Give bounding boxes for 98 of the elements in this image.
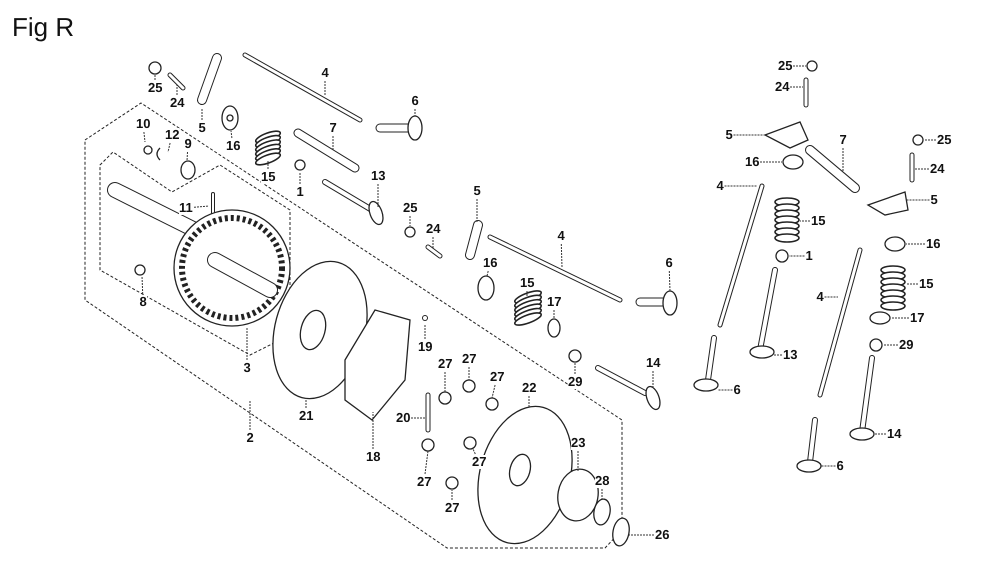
leader-line	[142, 276, 144, 294]
leader-line	[472, 448, 476, 454]
callout-number: 16	[483, 256, 498, 270]
callout-number: 10	[136, 117, 150, 131]
leader-line	[842, 148, 844, 172]
callout-number: 27	[417, 475, 432, 489]
callout-number: 12	[165, 128, 180, 142]
callout-number: 11	[179, 201, 193, 215]
callout-number: 5	[474, 184, 481, 198]
callout-number: 7	[840, 133, 847, 147]
callout-number: 25	[937, 133, 952, 147]
leader-line	[668, 270, 670, 292]
callout-number: 21	[299, 409, 314, 423]
leader-line	[372, 412, 374, 450]
callout-number: 24	[426, 222, 440, 236]
leader-line	[143, 132, 146, 142]
callout-number: 27	[445, 501, 460, 515]
callout-number: 4	[816, 290, 824, 304]
leader-line	[424, 324, 426, 340]
callout-number: 23	[571, 436, 586, 450]
leader-line	[574, 362, 576, 374]
callout-number: 27	[462, 352, 476, 366]
callout-number: 29	[568, 375, 582, 389]
callout-number: 14	[646, 356, 660, 370]
callout-number: 6	[836, 459, 844, 473]
callout-number: 6	[666, 256, 673, 270]
leader-line	[652, 370, 654, 388]
callout-number: 5	[726, 128, 733, 142]
callout-number: 27	[472, 455, 486, 469]
callout-number: 17	[910, 311, 924, 325]
callout-number: 27	[438, 357, 452, 371]
callout-number: 7	[330, 121, 337, 135]
callout-number: 3	[244, 361, 251, 375]
callout-number: 5	[930, 193, 938, 207]
callout-number: 2	[246, 431, 254, 445]
leader-line	[186, 152, 188, 162]
callout-number: 9	[184, 137, 192, 151]
leader-line	[800, 220, 810, 222]
callout-number: 16	[926, 237, 940, 251]
leader-line	[414, 108, 416, 116]
leader-line	[560, 244, 562, 268]
callout-number: 15	[919, 277, 934, 291]
callout-number: 1	[296, 185, 304, 199]
leader-line	[526, 290, 528, 298]
leader-line	[324, 80, 326, 96]
leader-line	[774, 354, 782, 356]
leader-line	[824, 296, 838, 298]
leader-line	[733, 134, 766, 136]
callout-number: 18	[366, 450, 380, 464]
callout-number: 24	[170, 96, 184, 110]
callout-number: 25	[403, 201, 418, 215]
callout-number: 25	[778, 59, 792, 73]
leader-line	[332, 136, 334, 150]
callout-number: 6	[412, 94, 419, 108]
callout-number: 15	[520, 276, 534, 290]
leader-line	[424, 450, 428, 474]
callout-number: 16	[745, 155, 760, 169]
callout-number: 4	[558, 229, 565, 243]
callout-number: 20	[396, 411, 410, 425]
callout-number: 15	[261, 170, 276, 184]
leader-line	[492, 384, 496, 398]
callout-number: 4	[322, 66, 329, 80]
leader-line	[168, 142, 171, 152]
callout-number: 14	[887, 427, 902, 441]
callout-number: 13	[371, 169, 386, 183]
leader-line	[194, 206, 210, 208]
leader-line	[476, 198, 478, 222]
leader-line	[882, 344, 898, 346]
callout-number: 22	[522, 381, 536, 395]
callout-number: 15	[811, 214, 826, 228]
callout-number: 17	[547, 295, 562, 309]
callout-number: 5	[198, 121, 206, 135]
figure-title: Fig R	[12, 12, 74, 43]
callout-number: 1	[806, 249, 813, 263]
callout-number: 6	[734, 383, 741, 397]
callout-number: 24	[775, 80, 790, 94]
callout-number: 26	[655, 528, 670, 542]
callout-number: 25	[148, 81, 162, 95]
callout-number: 28	[595, 474, 610, 488]
callout-number: 19	[418, 340, 432, 354]
callout-number: 24	[930, 162, 944, 176]
leader-line	[432, 236, 434, 248]
leader-line	[790, 86, 804, 88]
leader-line	[468, 366, 470, 380]
leader-line	[444, 372, 446, 392]
callout-number: 16	[226, 139, 240, 153]
leader-line	[628, 534, 654, 536]
leader-line	[486, 270, 489, 276]
leader-line	[914, 168, 930, 170]
callout-number: 4	[716, 179, 724, 193]
callout-number: 8	[140, 295, 147, 309]
leader-line	[154, 74, 156, 80]
leader-line	[176, 84, 178, 96]
callout-number: 29	[899, 338, 914, 352]
leader-line	[528, 396, 530, 408]
callout-number: 13	[783, 348, 798, 362]
leader-line	[230, 130, 232, 138]
callout-number: 27	[490, 370, 504, 384]
